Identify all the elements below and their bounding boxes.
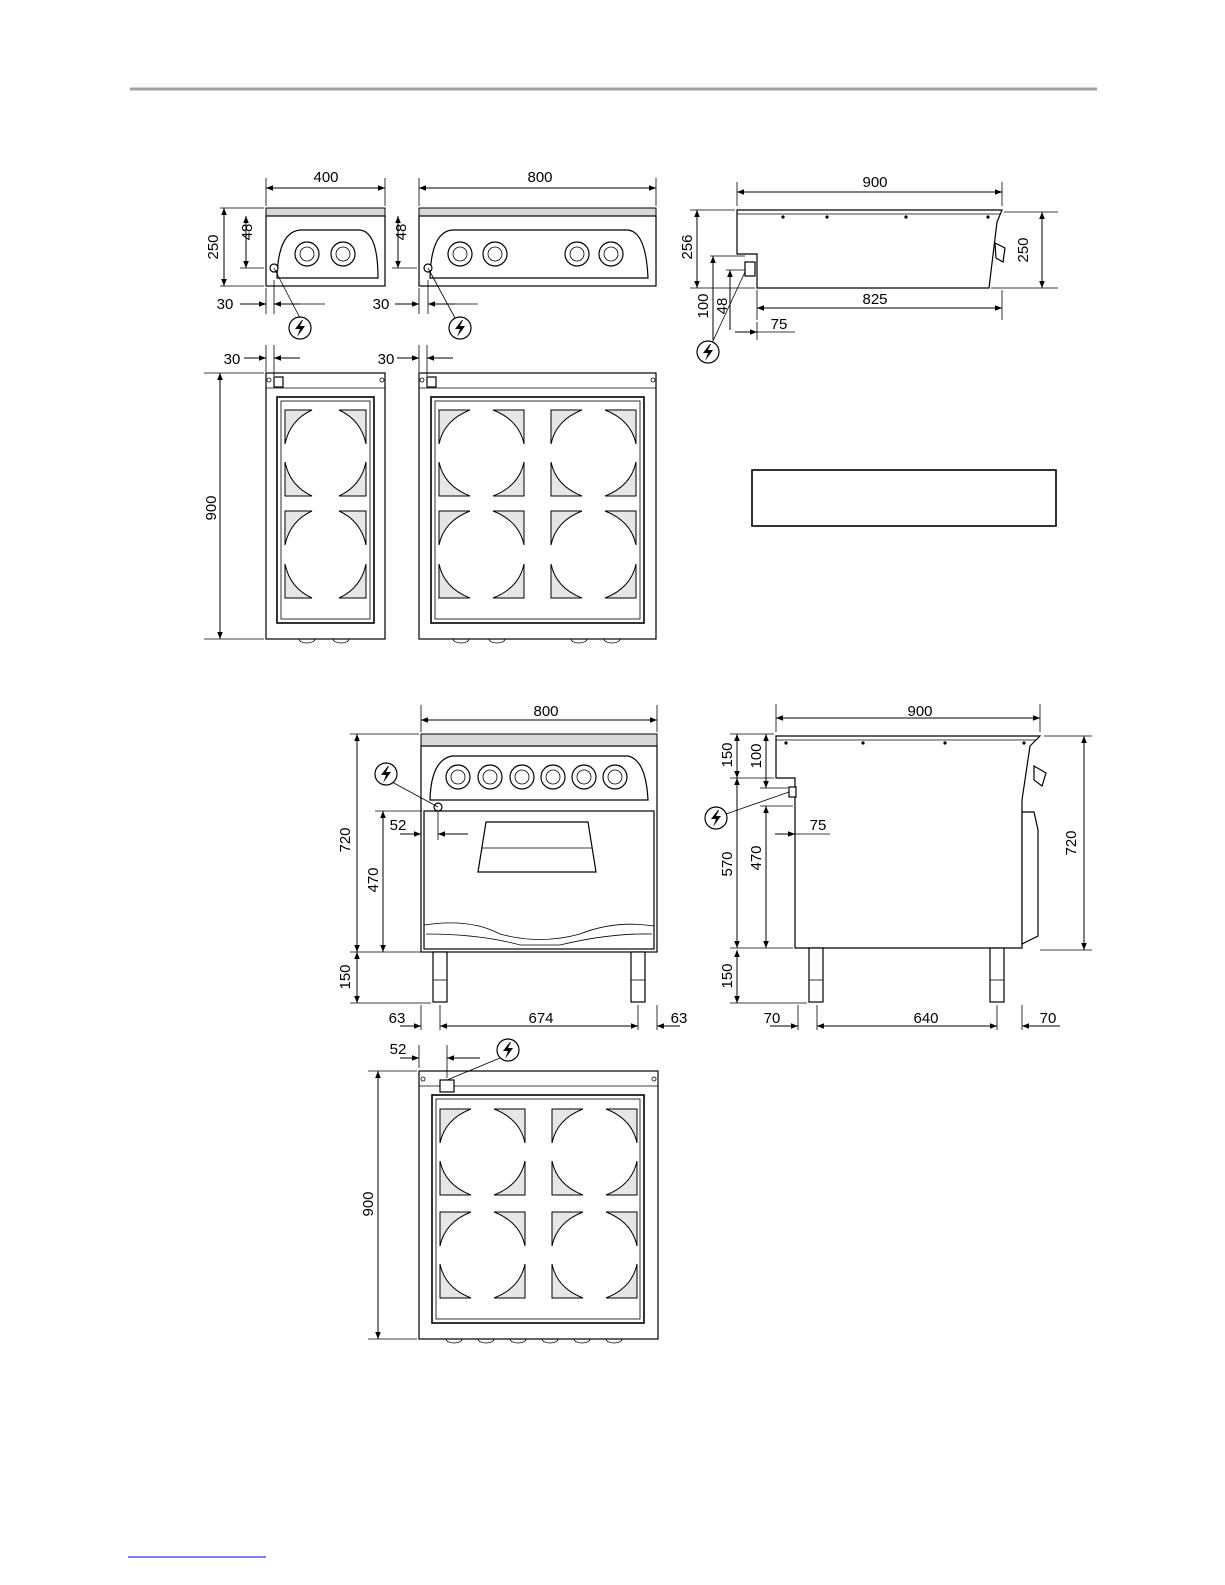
dim-hob400-width: 400 bbox=[313, 169, 338, 186]
dim-oven-height: 470 bbox=[365, 867, 382, 892]
dim-oven-side-depth: 900 bbox=[907, 703, 932, 720]
electric-connection-icon bbox=[497, 1039, 519, 1061]
dim-oven-leg-span: 674 bbox=[528, 1010, 553, 1027]
dim-oven-side-top-panel: 100 bbox=[748, 743, 765, 768]
dim-oven-side-legs: 150 bbox=[719, 963, 736, 988]
oven-front-view: 800 720 470 52 150 63 674 63 bbox=[337, 703, 687, 1030]
dim-hob-side-depth: 900 bbox=[862, 174, 887, 191]
oven-top-view: 52 900 bbox=[360, 1039, 658, 1343]
dim-hob400-depth: 900 bbox=[203, 495, 220, 520]
dim-oven-side-right: 70 bbox=[1040, 1010, 1057, 1027]
dim-hob800-width: 800 bbox=[527, 169, 552, 186]
dim-oven-side-body: 570 bbox=[719, 851, 736, 876]
dim-hob800-panel: 48 bbox=[393, 224, 410, 241]
dim-hob400-top-conn: 30 bbox=[224, 351, 241, 368]
hob-800-top-view: 30 bbox=[378, 345, 656, 643]
dim-oven-side-conn-back: 75 bbox=[810, 817, 827, 834]
hob-400-top-view: 30 900 bbox=[203, 345, 385, 643]
dim-oven-depth: 900 bbox=[360, 1191, 377, 1216]
dim-oven-total-height: 720 bbox=[337, 827, 354, 852]
electric-connection-icon bbox=[289, 317, 311, 339]
dim-hob-side-conn-depth: 825 bbox=[862, 291, 887, 308]
oven-side-view: 900 150 100 570 470 75 720 150 70 640 70 bbox=[705, 703, 1092, 1030]
dim-hob800-conn: 30 bbox=[373, 296, 390, 313]
dim-hob400-height: 250 bbox=[205, 234, 222, 259]
dim-oven-side-total: 720 bbox=[1063, 830, 1080, 855]
dim-oven-side-left: 63 bbox=[389, 1010, 406, 1027]
dim-hob400-panel: 48 bbox=[239, 224, 256, 241]
dim-oven-side-left: 70 bbox=[764, 1010, 781, 1027]
dim-hob-side-conn-panel: 48 bbox=[714, 298, 731, 315]
dim-oven-conn: 52 bbox=[390, 817, 407, 834]
dim-hob-side-conn-back: 75 bbox=[771, 316, 788, 333]
dim-oven-top-conn: 52 bbox=[390, 1041, 407, 1058]
dim-oven-width: 800 bbox=[533, 703, 558, 720]
dim-hob-side-h2: 250 bbox=[1015, 237, 1032, 262]
dim-oven-legs: 150 bbox=[337, 964, 354, 989]
electric-connection-icon bbox=[705, 807, 727, 829]
dim-oven-side-right: 63 bbox=[671, 1010, 688, 1027]
hob-800-front-view: 800 48 30 bbox=[373, 169, 656, 339]
dim-hob400-conn: 30 bbox=[217, 296, 234, 313]
hob-400-front-view: 400 250 48 30 bbox=[205, 169, 385, 339]
dim-hob-side-h1: 256 bbox=[679, 234, 696, 259]
hob-side-view: 900 256 250 100 48 825 75 bbox=[679, 174, 1058, 363]
dim-oven-side-leg-span: 640 bbox=[913, 1010, 938, 1027]
dim-hob-side-conn-h: 100 bbox=[695, 293, 712, 318]
electric-connection-icon bbox=[449, 317, 471, 339]
legend-box bbox=[752, 470, 1056, 526]
electric-connection-icon bbox=[375, 763, 397, 785]
dim-hob800-top-conn: 30 bbox=[378, 351, 395, 368]
electric-connection-icon bbox=[697, 341, 719, 363]
dim-oven-side-top: 150 bbox=[719, 742, 736, 767]
dim-oven-side-oven: 470 bbox=[748, 845, 765, 870]
